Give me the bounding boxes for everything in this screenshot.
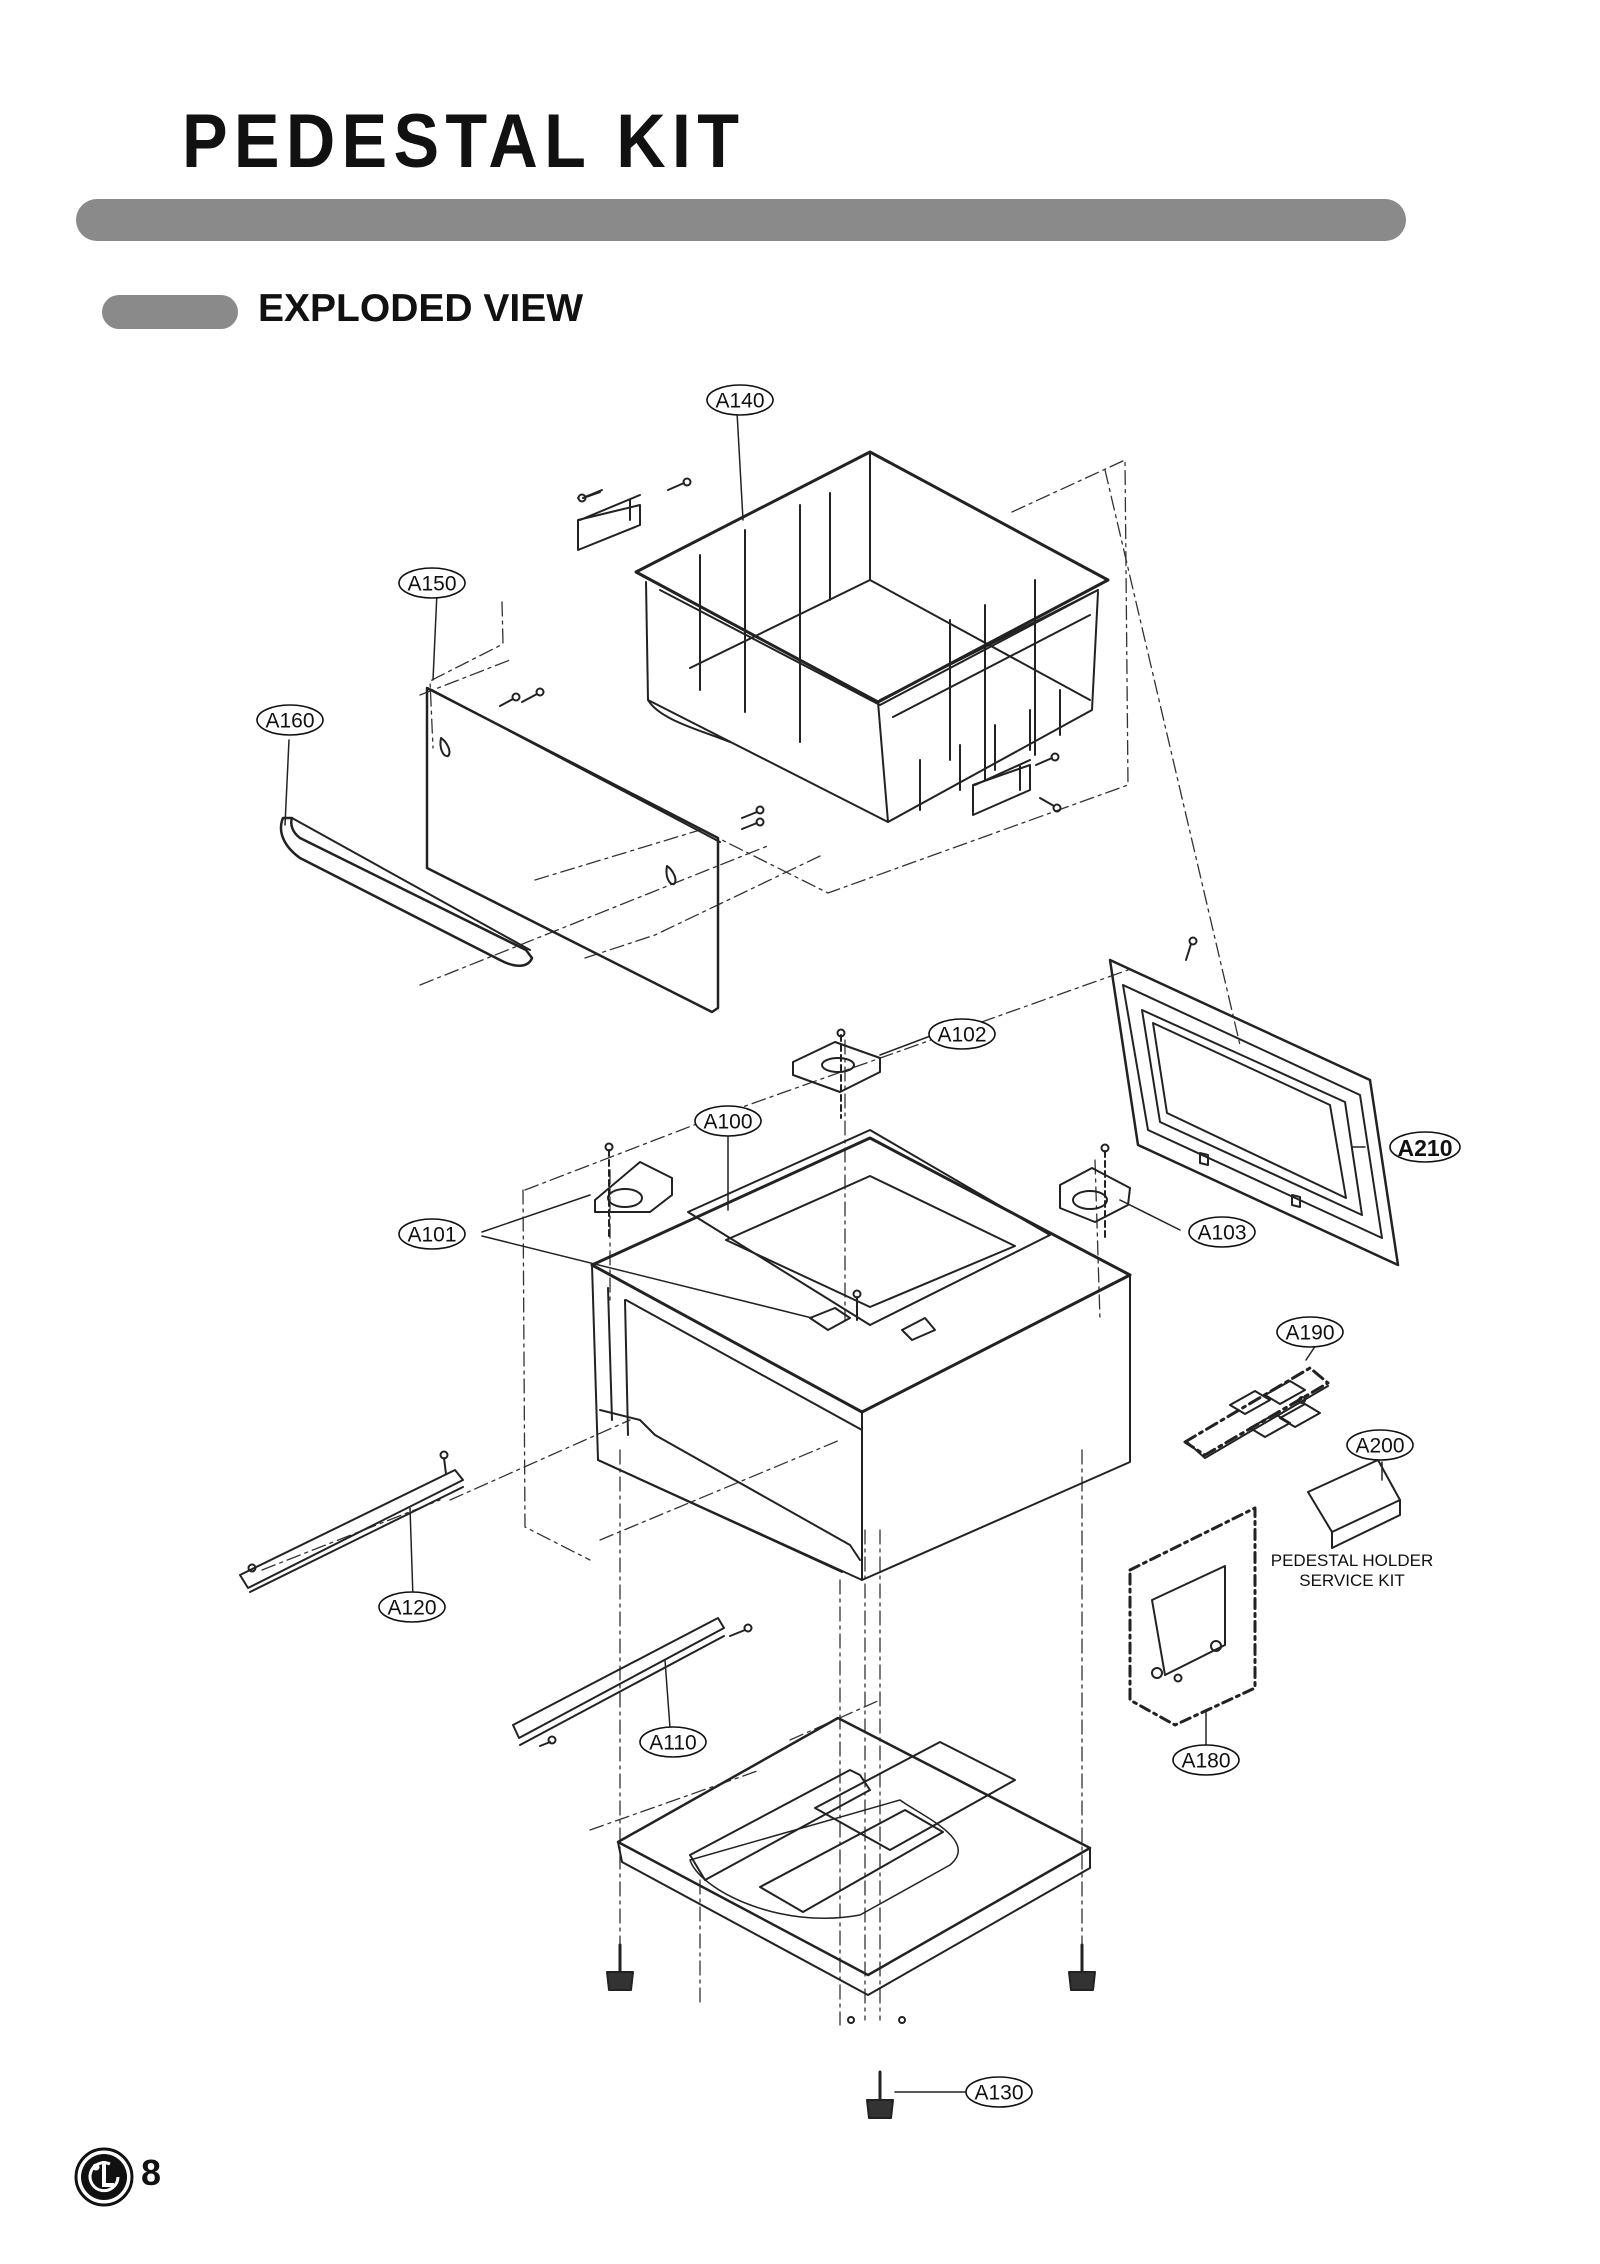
callout-a110: A110 (649, 1732, 697, 1755)
callout-a140: A140 (715, 390, 764, 413)
callout-a210: A210 (1398, 1135, 1453, 1161)
service-kit-label-line-1: PEDESTAL HOLDER (1271, 1551, 1434, 1570)
section-title: EXPLODED VIEW (258, 287, 584, 330)
callout-a200: A200 (1355, 1435, 1404, 1458)
drawer-bin-illustration (634, 450, 1110, 823)
drawer-front-panel-illustration (425, 686, 765, 1014)
callout-a160: A160 (265, 710, 314, 733)
page-number: 8 (141, 2152, 162, 2193)
service-kit-illustration (1128, 1366, 1401, 1727)
drawer-handle-illustration (279, 816, 534, 967)
side-rail-left (239, 1450, 464, 1593)
callout-a103: A103 (1197, 1222, 1246, 1245)
leveling-feet (606, 1943, 1096, 2119)
callout-a190: A190 (1285, 1322, 1334, 1345)
base-plate-illustration (616, 1716, 1092, 1996)
side-rail-right (512, 1617, 753, 1747)
title-divider-bar (76, 199, 1406, 241)
mount-plates (594, 1028, 1131, 1341)
pedestal-cabinet-illustration (590, 1129, 1132, 1581)
lg-logo-icon (74, 2147, 134, 2207)
callout-a102: A102 (937, 1024, 986, 1047)
callout-a130: A130 (974, 2082, 1023, 2105)
callout-a180: A180 (1181, 1750, 1230, 1773)
section-marker-pill (102, 295, 238, 329)
service-kit-label-line-2: SERVICE KIT (1299, 1571, 1405, 1590)
callout-a120: A120 (387, 1597, 436, 1620)
callout-a101: A101 (407, 1224, 456, 1247)
filter-frame-illustration (1108, 936, 1400, 1267)
bin-brackets (577, 477, 1062, 816)
callout-a100: A100 (703, 1111, 752, 1134)
callout-a150: A150 (407, 573, 456, 596)
page-title: PEDESTAL KIT (182, 99, 746, 184)
